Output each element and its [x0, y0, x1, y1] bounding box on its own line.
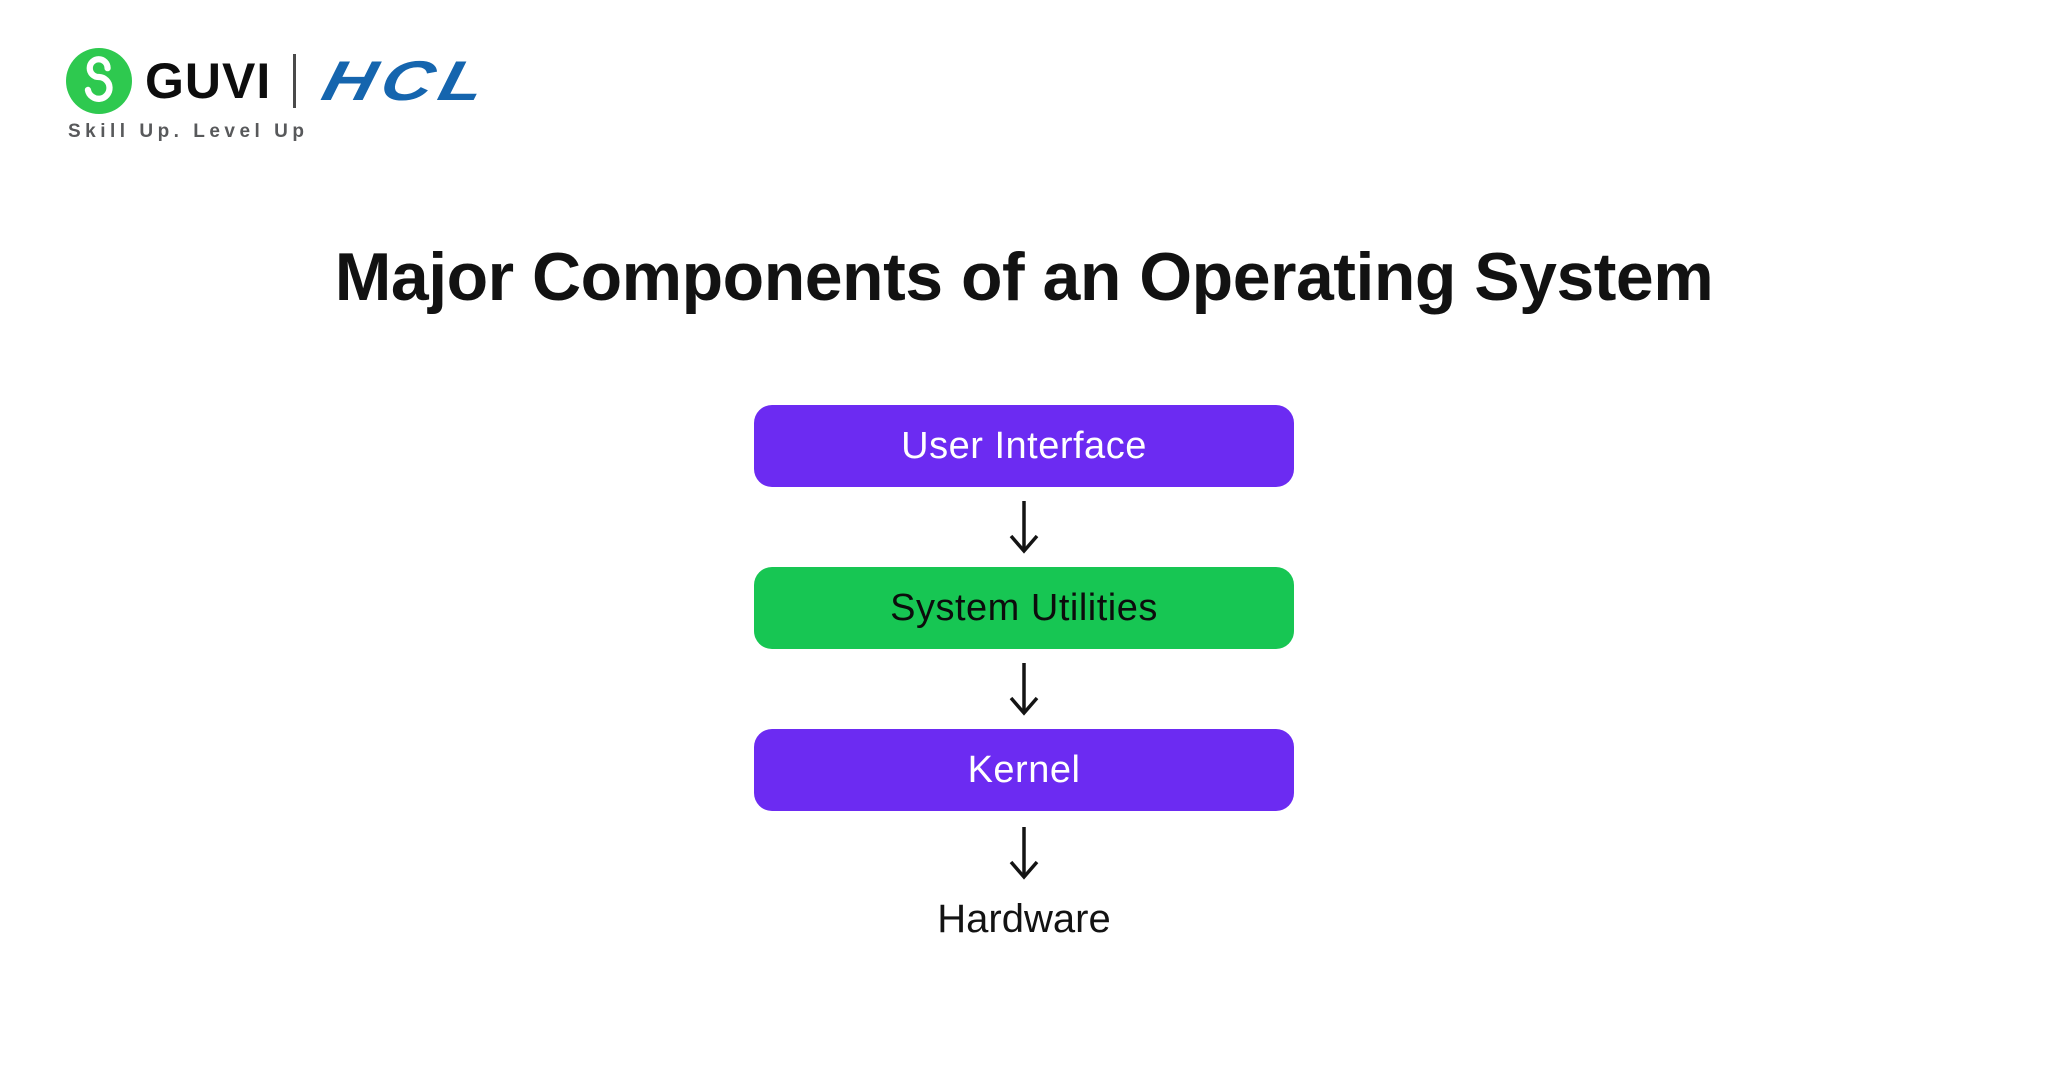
flow-node-system-utilities: System Utilities	[754, 567, 1294, 649]
hcl-wordmark: HCL	[316, 49, 499, 112]
connector-gap	[1006, 811, 1042, 895]
connector-gap	[1006, 649, 1042, 729]
guvi-logo-icon	[66, 48, 132, 114]
brand-tagline: Skill Up. Level Up	[68, 121, 309, 142]
flow-node-kernel: Kernel	[754, 729, 1294, 811]
guvi-wordmark: GUVI	[145, 53, 272, 109]
page-title: Major Components of an Operating System	[334, 239, 1714, 315]
brand-divider	[293, 54, 297, 108]
flow-node-hardware: Hardware	[937, 897, 1111, 941]
os-components-flowchart: User Interface System Utilities Kernel H…	[754, 405, 1294, 943]
connector-gap	[1006, 487, 1042, 567]
flow-node-user-interface: User Interface	[754, 405, 1294, 487]
down-arrow-icon	[1009, 827, 1039, 880]
brand-header: GUVI HCL	[66, 48, 499, 114]
down-arrow-icon	[1009, 663, 1039, 716]
down-arrow-icon	[1009, 501, 1039, 554]
